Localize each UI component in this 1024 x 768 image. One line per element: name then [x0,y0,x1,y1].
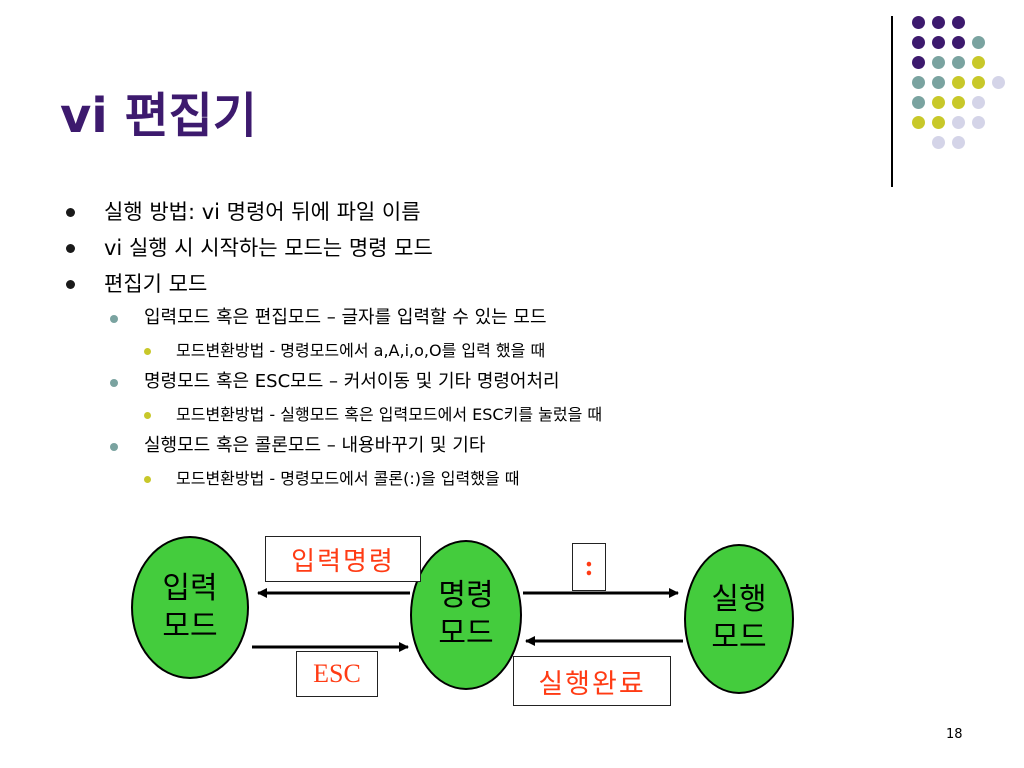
decorative-dot [932,16,945,29]
bullet-marker [66,280,75,289]
decorative-dot [932,76,945,89]
sub-sub-bullet-marker [144,476,151,483]
decorative-dot [932,56,945,69]
decorative-vertical-line [891,16,893,187]
bullet-item: vi 실행 시 시작하는 모드는 명령 모드 [104,236,433,260]
slide-title: vi 편집기 [60,88,257,144]
page-number: 18 [946,727,963,742]
decorative-dot [912,56,925,69]
input-mode-node: 입력 모드 [131,536,249,679]
exec-mode-label-line2: 모드 [711,620,767,655]
command-mode-label-line1: 명령 [438,578,494,613]
bullet-marker [66,244,75,253]
decorative-dot [952,36,965,49]
decorative-dot [952,16,965,29]
sub-bullet-marker [110,379,118,387]
sub-bullet-item: 명령모드 혹은 ESC모드 – 커서이동 및 기타 명령어처리 [144,371,560,392]
decorative-dot [972,76,985,89]
exec-mode-label-line1: 실행 [711,582,767,617]
decorative-dot [952,96,965,109]
sub-sub-bullet-item: 모드변환방법 - 명령모드에서 a,A,i,o,O를 입력 했을 때 [176,341,546,360]
sub-sub-bullet-marker [144,412,151,419]
sub-bullet-marker [110,443,118,451]
decorative-dot [972,56,985,69]
decorative-dot [912,36,925,49]
colon-label: : [572,543,606,591]
decorative-dot [972,36,985,49]
decorative-dot [932,96,945,109]
input-mode-label-line2: 모드 [162,608,218,644]
command-mode-node: 명령 모드 [410,540,522,690]
input-command-label: 입력명령 [265,536,421,582]
bullet-marker [66,208,75,217]
decorative-dot [932,116,945,129]
decorative-dot [912,96,925,109]
decorative-dot [972,116,985,129]
sub-sub-bullet-item: 모드변환방법 - 실행모드 혹은 입력모드에서 ESC키를 눌렀을 때 [176,405,603,424]
input-mode-label-line1: 입력 [162,570,218,606]
decorative-dot [932,36,945,49]
sub-bullet-item: 입력모드 혹은 편집모드 – 글자를 입력할 수 있는 모드 [144,307,547,328]
decorative-dot [912,16,925,29]
command-mode-label-line2: 모드 [438,616,494,651]
bullet-item: 편집기 모드 [104,272,208,296]
decorative-dot [992,76,1005,89]
sub-sub-bullet-item: 모드변환방법 - 명령모드에서 콜론(:)을 입력했을 때 [176,469,520,488]
decorative-dot [952,116,965,129]
decorative-dot [952,136,965,149]
decorative-dot [932,136,945,149]
sub-sub-bullet-marker [144,348,151,355]
decorative-dot [952,76,965,89]
decorative-dot [952,56,965,69]
esc-label: ESC [296,651,378,697]
bullet-item: 실행 방법: vi 명령어 뒤에 파일 이름 [104,200,421,224]
decorative-dot [912,76,925,89]
exec-mode-node: 실행 모드 [684,544,794,694]
decorative-dot [972,96,985,109]
sub-bullet-item: 실행모드 혹은 콜론모드 – 내용바꾸기 및 기타 [144,435,486,456]
decorative-dot [912,116,925,129]
exec-done-label: 실행완료 [513,656,671,706]
sub-bullet-marker [110,315,118,323]
